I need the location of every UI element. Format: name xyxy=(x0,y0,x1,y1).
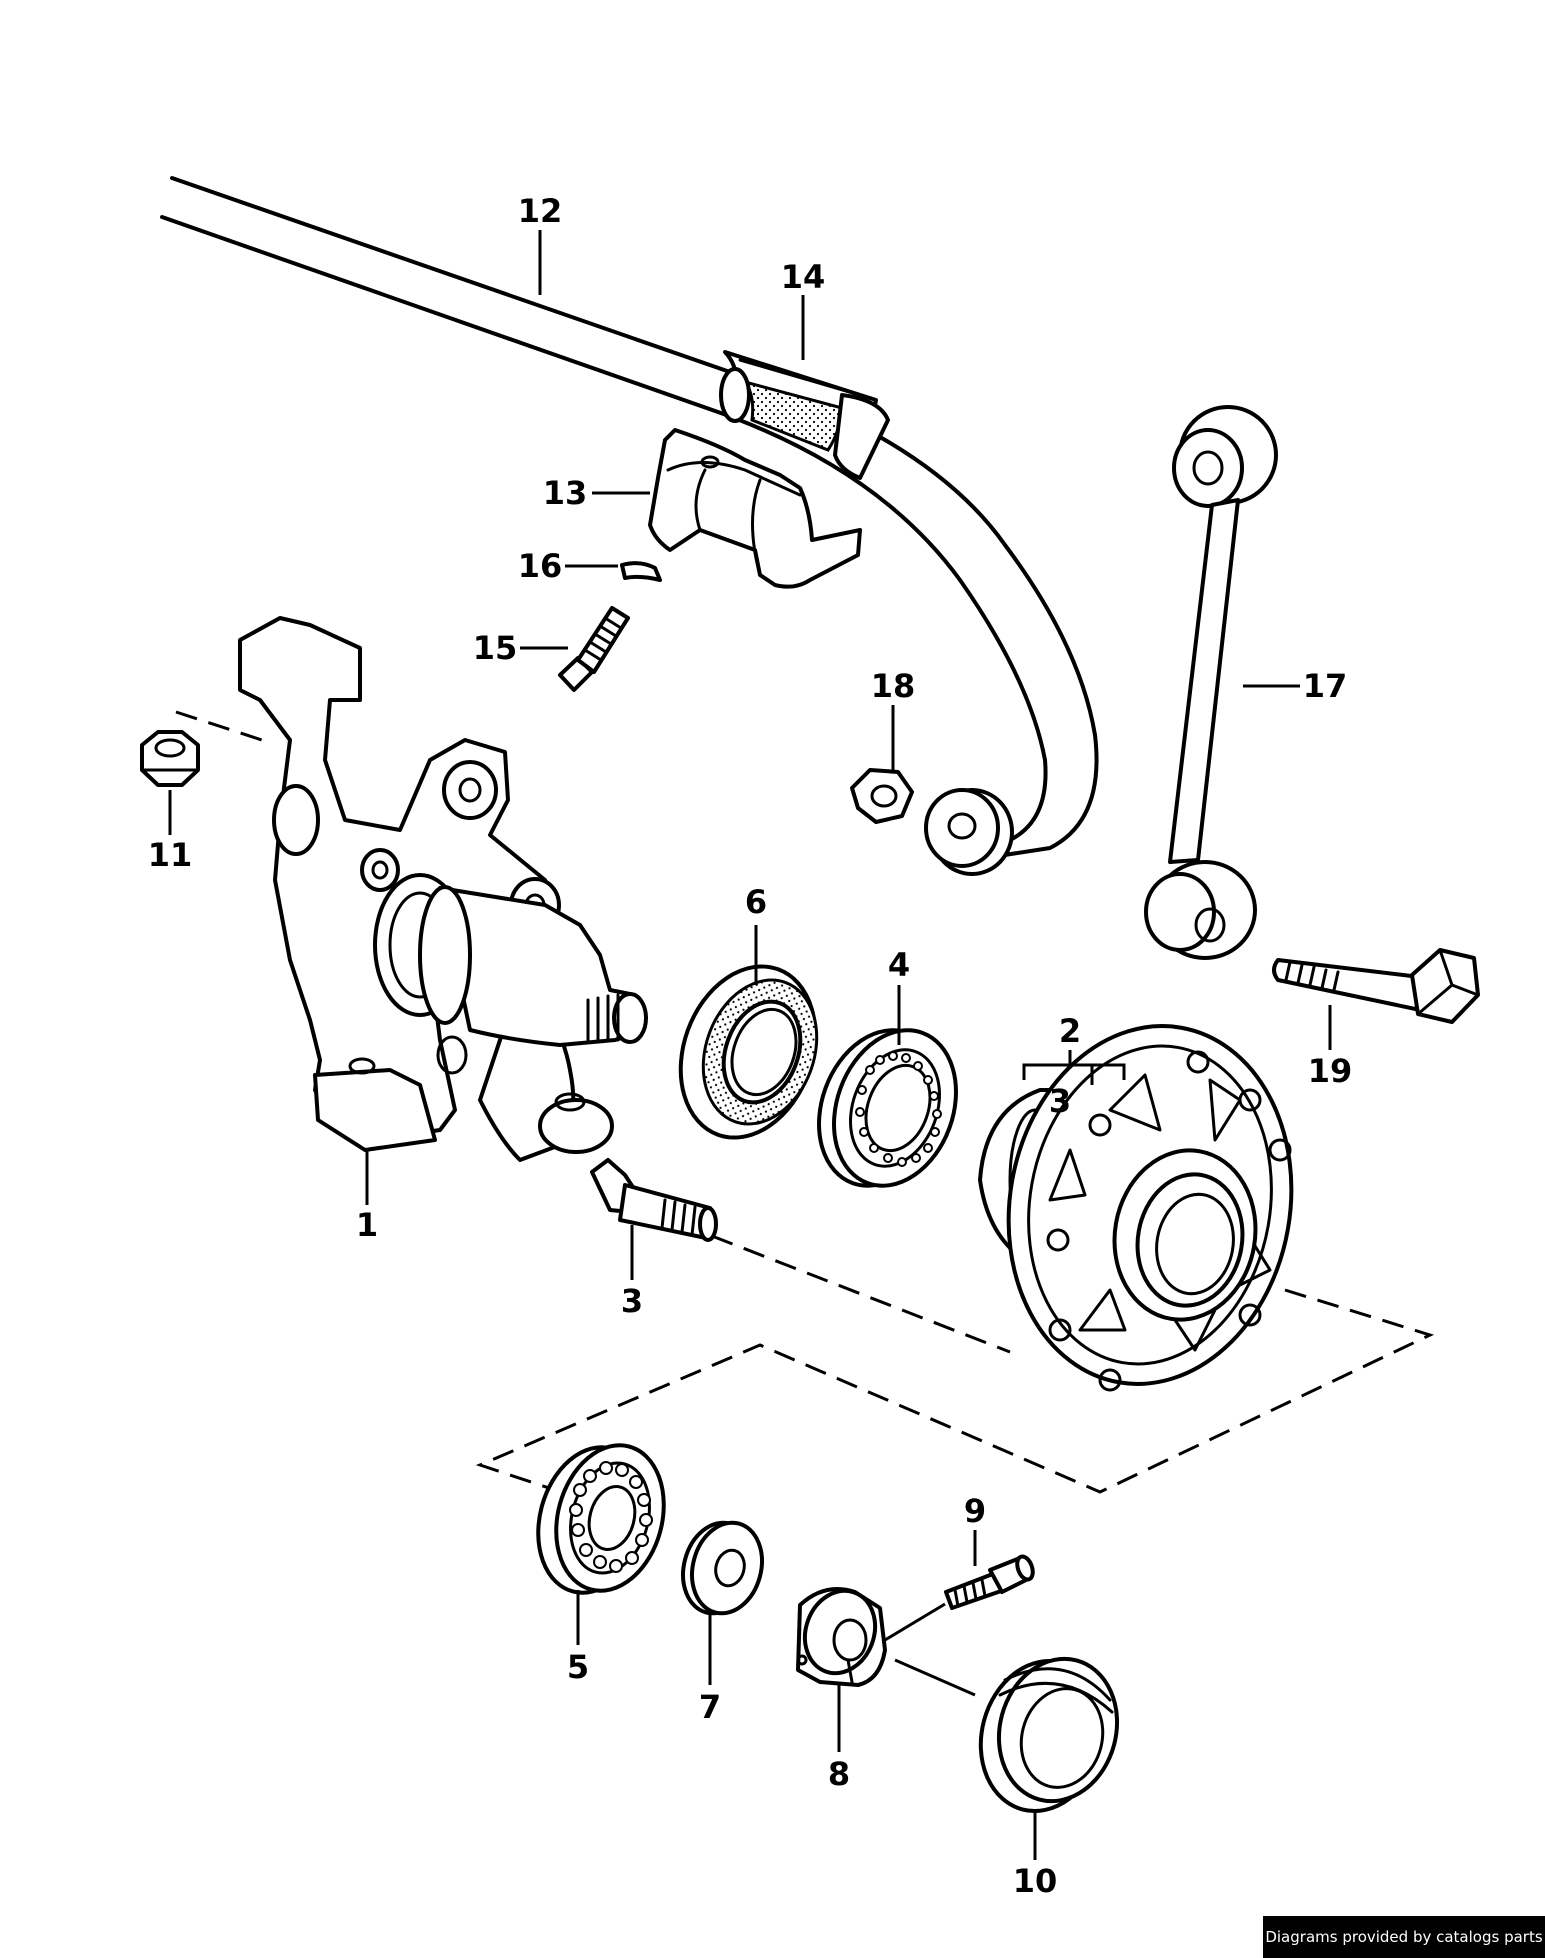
hex-nut-18 xyxy=(850,768,914,824)
flange-nut xyxy=(140,730,200,787)
bearing-balls-5 xyxy=(569,1461,653,1573)
leader-lines xyxy=(168,230,1332,1860)
retaining-clip xyxy=(620,561,662,582)
callout-5: 5 xyxy=(567,1648,589,1686)
callout-3-hub: 3 xyxy=(1049,1082,1071,1120)
coupling-rod xyxy=(1144,405,1278,960)
clamp-bolt xyxy=(558,606,630,692)
screw-9-guide-line xyxy=(884,1602,946,1642)
cap-10-guide-line xyxy=(894,1658,976,1697)
callout-2: 2 xyxy=(1059,1012,1081,1050)
callout-7: 7 xyxy=(699,1688,721,1726)
nut-11-guide-line xyxy=(175,710,269,744)
clamping-nut xyxy=(796,1587,887,1687)
coupling-bolt xyxy=(1272,948,1480,1024)
callout-14: 14 xyxy=(781,258,826,296)
callout-8: 8 xyxy=(828,1755,850,1793)
credit-footer: Diagrams provided by catalogs parts xyxy=(1263,1916,1545,1958)
stabilizer-clamp xyxy=(648,428,862,589)
thrust-washer xyxy=(681,1520,764,1616)
callout-15: 15 xyxy=(473,629,518,667)
callout-9: 9 xyxy=(964,1492,986,1530)
socket-head-screw xyxy=(944,1554,1035,1610)
callout-12: 12 xyxy=(518,192,563,230)
grease-cap xyxy=(978,1656,1120,1814)
bearing-rollers-4 xyxy=(855,1051,942,1167)
callout-11: 11 xyxy=(148,836,193,874)
callout-18: 18 xyxy=(871,667,916,705)
shaft-seal xyxy=(678,964,819,1140)
outer-wheel-bearing xyxy=(536,1443,666,1595)
callout-3-stud: 3 xyxy=(621,1282,643,1320)
callout-1: 1 xyxy=(356,1206,378,1244)
callout-10: 10 xyxy=(1013,1862,1058,1900)
callout-17: 17 xyxy=(1303,667,1348,705)
steering-knuckle xyxy=(238,616,614,1162)
callout-16: 16 xyxy=(518,547,563,585)
wheel-stud xyxy=(590,1158,718,1242)
rubber-mount xyxy=(719,350,890,480)
callout-6: 6 xyxy=(745,883,767,921)
wheel-spindle xyxy=(418,885,648,1047)
callout-numbers: 12 14 13 16 15 18 17 11 6 4 2 3 19 1 3 9… xyxy=(148,192,1353,1900)
leader-2-bracket xyxy=(1022,1050,1126,1080)
wheel-hub xyxy=(978,1024,1294,1392)
callout-4: 4 xyxy=(888,946,910,984)
inner-wheel-bearing xyxy=(817,1028,958,1188)
stabilizer-bar-end-eye xyxy=(924,788,1014,876)
callout-13: 13 xyxy=(543,474,588,512)
callout-19: 19 xyxy=(1308,1052,1353,1090)
hub-assembly-guide xyxy=(475,1234,1435,1494)
